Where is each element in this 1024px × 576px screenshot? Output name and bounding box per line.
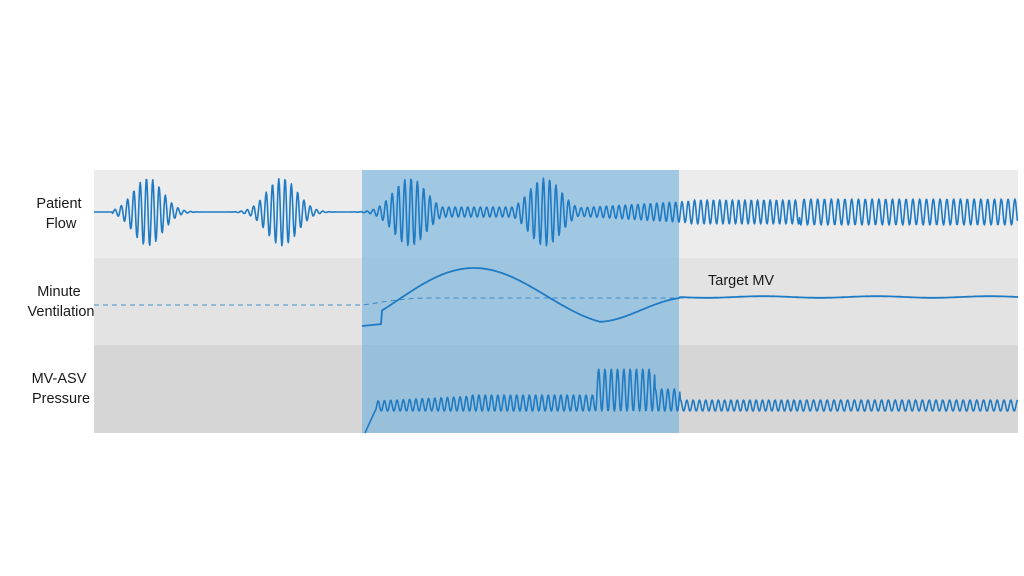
target-mv-annotation: Target MV [708,273,774,289]
row-label-line: Ventilation [28,304,95,320]
row-label-line: Pressure [32,391,90,407]
patient-flow-trace [93,177,1019,247]
minute-ventilation-trace [361,267,1018,327]
row-label-line: Patient [36,196,81,212]
row-label-line: MV-ASV [32,371,87,387]
row-label-minute-ventilation: Minute Ventilation [28,284,95,320]
row-label-mv-asv-pressure: MV-ASV Pressure [32,371,91,407]
row-label-line: Minute [37,284,81,300]
row-label-line: Flow [46,216,77,232]
mv-asv-pressure-trace [364,368,1019,434]
target-mv-dashed-line [94,297,690,306]
row-label-patient-flow: Patient Flow [36,196,85,232]
